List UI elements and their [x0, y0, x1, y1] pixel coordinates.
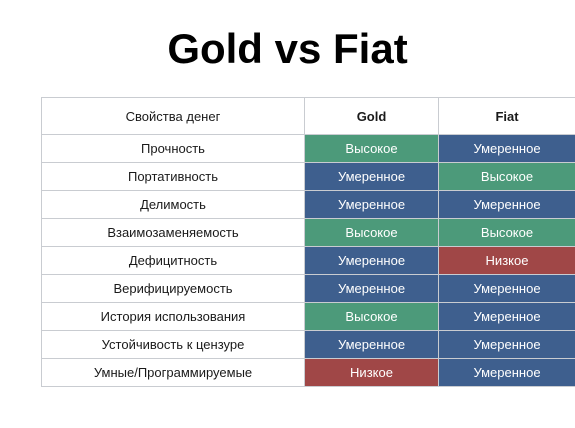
table-row: Прочность Высокое Умеренное	[41, 134, 575, 163]
property-cell: Верифицируемость	[41, 274, 305, 303]
property-cell: Устойчивость к цензуре	[41, 330, 305, 359]
fiat-value-cell: Умеренное	[438, 330, 575, 359]
gold-value-cell: Умеренное	[304, 246, 439, 275]
gold-value-cell: Умеренное	[304, 190, 439, 219]
gold-value-cell: Высокое	[304, 134, 439, 163]
table-row: История использования Высокое Умеренное	[41, 302, 575, 331]
property-cell: Делимость	[41, 190, 305, 219]
table-row: Дефицитность Умеренное Низкое	[41, 246, 575, 275]
fiat-value-cell: Высокое	[438, 218, 575, 247]
table-row: Умные/Программируемые Низкое Умеренное	[41, 358, 575, 387]
property-cell: Дефицитность	[41, 246, 305, 275]
fiat-value-cell: Умеренное	[438, 358, 575, 387]
gold-value-cell: Высокое	[304, 302, 439, 331]
fiat-value-cell: Умеренное	[438, 302, 575, 331]
header-property: Свойства денег	[41, 97, 305, 135]
table-row: Делимость Умеренное Умеренное	[41, 190, 575, 219]
header-gold: Gold	[304, 97, 439, 135]
table-header-row: Свойства денег Gold Fiat	[41, 97, 575, 135]
gold-value-cell: Умеренное	[304, 330, 439, 359]
property-cell: Прочность	[41, 134, 305, 163]
page-title: Gold vs Fiat	[167, 25, 408, 72]
property-cell: Взаимозаменяемость	[41, 218, 305, 247]
property-cell: Портативность	[41, 162, 305, 191]
table-row: Портативность Умеренное Высокое	[41, 162, 575, 191]
table-row: Взаимозаменяемость Высокое Высокое	[41, 218, 575, 247]
comparison-table: Свойства денег Gold Fiat Прочность Высок…	[41, 97, 575, 387]
fiat-value-cell: Умеренное	[438, 190, 575, 219]
property-cell: Умные/Программируемые	[41, 358, 305, 387]
gold-value-cell: Умеренное	[304, 162, 439, 191]
gold-value-cell: Высокое	[304, 218, 439, 247]
fiat-value-cell: Умеренное	[438, 274, 575, 303]
fiat-value-cell: Умеренное	[438, 134, 575, 163]
gold-value-cell: Низкое	[304, 358, 439, 387]
gold-value-cell: Умеренное	[304, 274, 439, 303]
table-row: Верифицируемость Умеренное Умеренное	[41, 274, 575, 303]
header-fiat: Fiat	[438, 97, 575, 135]
fiat-value-cell: Высокое	[438, 162, 575, 191]
table-row: Устойчивость к цензуре Умеренное Умеренн…	[41, 330, 575, 359]
property-cell: История использования	[41, 302, 305, 331]
fiat-value-cell: Низкое	[438, 246, 575, 275]
